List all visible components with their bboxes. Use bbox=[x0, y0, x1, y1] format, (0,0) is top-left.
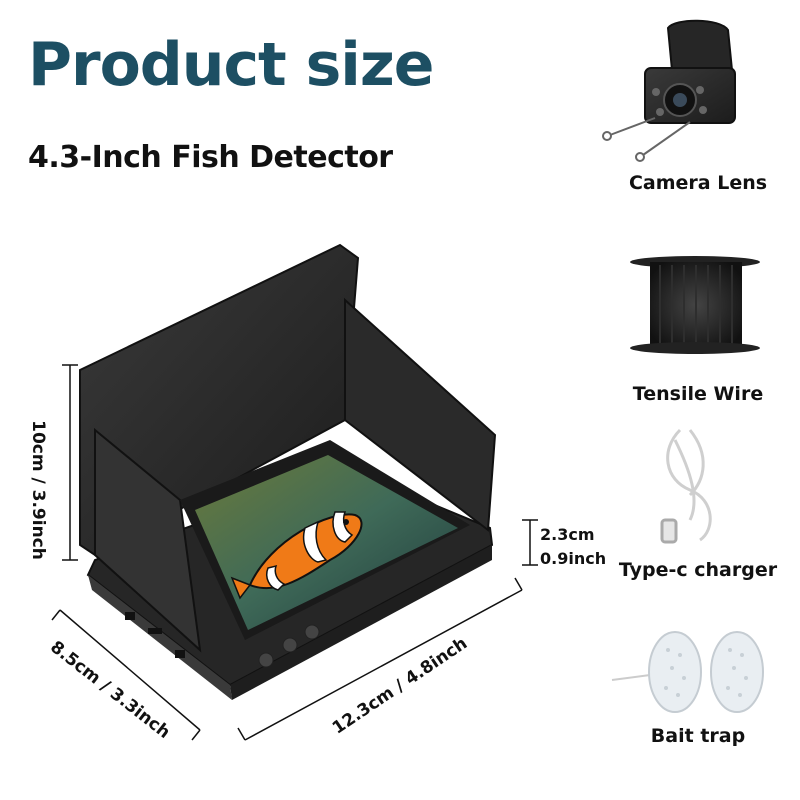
screen-depth-cm: 2.3cm bbox=[540, 525, 595, 544]
depth-line bbox=[59, 609, 201, 731]
bait-trap-icon bbox=[611, 631, 764, 713]
accessory-label-tensile-wire: Tensile Wire bbox=[632, 383, 764, 405]
camera-lens-icon bbox=[602, 19, 736, 162]
page-title: Product size bbox=[28, 30, 434, 100]
screen-depth-label: 2.3cm 0.9inch bbox=[540, 523, 606, 571]
clownfish-icon bbox=[230, 511, 363, 600]
fish-detector-device bbox=[79, 243, 497, 700]
height-dimension-label: 10cm / 3.9inch bbox=[28, 420, 48, 560]
dimension-lines bbox=[51, 364, 538, 741]
accessory-label-type-c-charger: Type-c charger bbox=[618, 559, 778, 581]
accessory-label-bait-trap: Bait trap bbox=[650, 725, 746, 747]
width-line bbox=[244, 589, 523, 741]
screen-depth-inch: 0.9inch bbox=[540, 549, 607, 568]
wire-spool-icon bbox=[630, 256, 760, 354]
accessory-label-camera-lens: Camera Lens bbox=[628, 172, 768, 194]
usb-c-cable-icon bbox=[660, 428, 712, 544]
page-subtitle: 4.3-Inch Fish Detector bbox=[28, 140, 393, 175]
